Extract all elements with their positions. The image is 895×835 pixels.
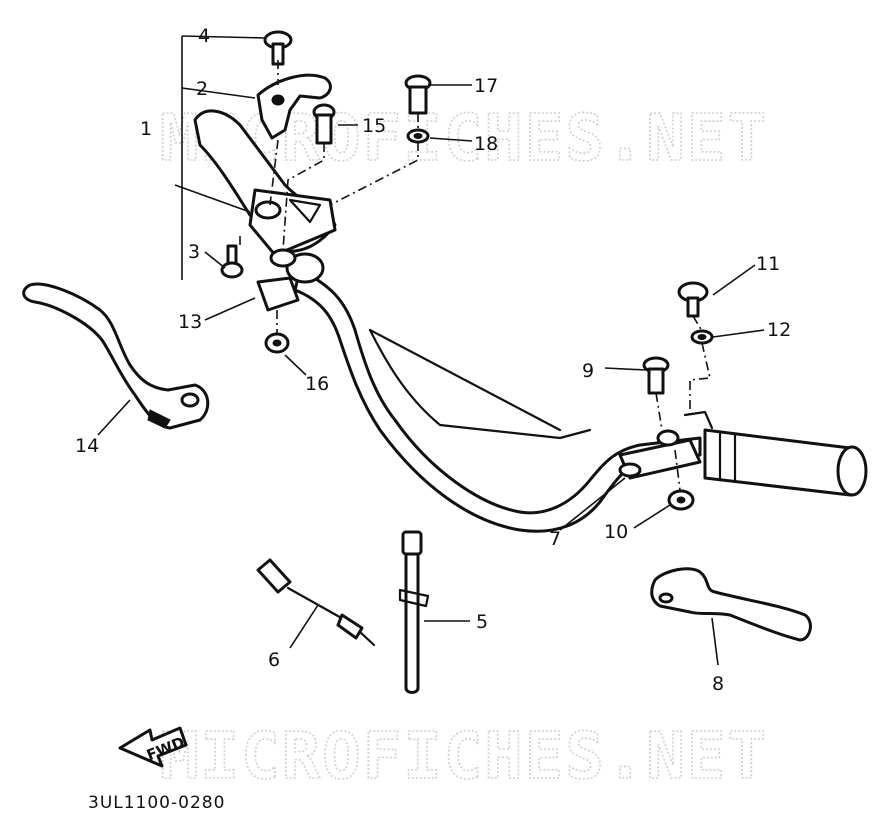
callout-17: 17 [474,75,498,97]
bolt-part-11 [677,281,709,318]
callout-13: 13 [178,311,202,333]
screw-part-4 [263,30,293,66]
throttle-housing [193,109,337,268]
lever-part-8 [650,567,812,642]
bolt-part-15 [312,103,336,145]
callout-14: 14 [75,435,99,457]
nut-part-16 [264,332,290,354]
callout-6: 6 [268,649,280,671]
callout-16: 16 [305,373,329,395]
callout-1: 1 [140,118,152,140]
callout-15: 15 [362,115,386,137]
cable-tie-part-5 [398,530,430,694]
callout-4: 4 [198,25,210,47]
washer-part-12 [690,329,714,345]
diagram-code: 3UL1100-0280 [88,793,225,813]
callouts: 4 2 1 3 13 16 15 17 18 14 11 12 9 10 7 5… [75,25,791,695]
callout-12: 12 [767,319,791,341]
callout-18: 18 [474,133,498,155]
callout-2: 2 [196,78,208,100]
callout-10: 10 [604,521,628,543]
assembly-lines [239,60,711,491]
callout-11: 11 [756,253,780,275]
callout-7: 7 [549,528,561,550]
bolt-part-17 [404,74,432,115]
handlebar [285,252,702,533]
bolt-part-9 [642,356,670,395]
watermark-bottom: MICROFICHES.NET [160,720,768,794]
nut-part-10 [667,489,695,511]
callout-8: 8 [712,673,724,695]
cover-part-2 [256,73,332,140]
lever-part-14 [22,282,210,430]
leader-lines [97,35,765,666]
lever-bracket-part-7 [618,410,714,480]
clamp-part-13 [256,276,300,312]
callout-9: 9 [582,360,594,382]
callout-3: 3 [188,241,200,263]
cable-part-6 [256,558,376,647]
right-grip [703,428,868,497]
washer-part-18 [406,128,430,144]
bolt-part-3 [220,244,244,279]
callout-5: 5 [476,611,488,633]
